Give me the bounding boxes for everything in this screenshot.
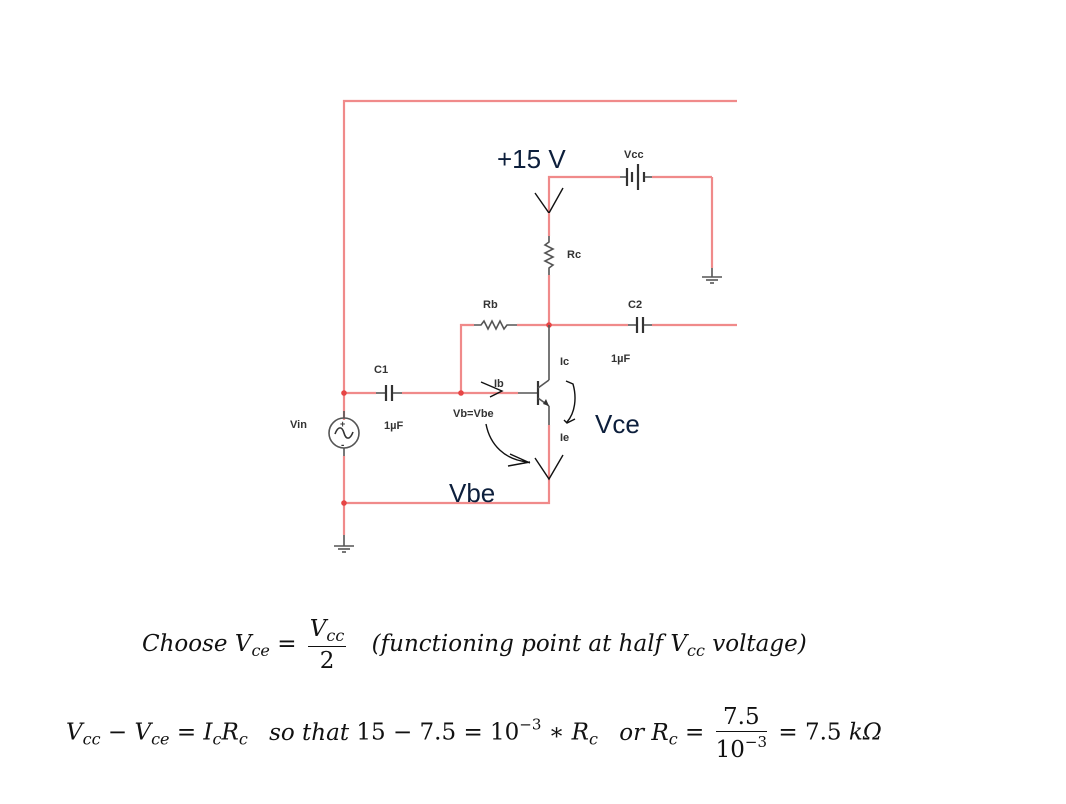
eq2-or-rc-sub: c	[668, 729, 678, 749]
ground-icon-battery	[702, 268, 722, 284]
rb-label: Rb	[483, 299, 498, 311]
eq2-equals-2: =	[685, 719, 705, 746]
capacitor-c1-icon	[376, 385, 402, 401]
eq2-times-rc-sub: c	[589, 729, 598, 749]
equation-choose-vce: Choose Vce = Vcc 2 (functioning point at…	[142, 616, 807, 674]
vbe-curve-icon	[485, 423, 531, 467]
eq2-frac-num: 7.5	[715, 704, 768, 732]
eq2-rc: R	[221, 719, 239, 746]
eq1-note-open: (functioning point at half V	[371, 631, 687, 657]
ic-label: Ic	[560, 356, 569, 368]
node-input	[341, 390, 347, 396]
wire-top-loop	[342, 99, 737, 420]
eq2-frac-den: 10−3	[716, 732, 767, 763]
equation-rc-calculation: Vcc − Vce = IcRc so that 15 − 7.5 = 10−3…	[66, 704, 882, 763]
eq2-ic: I	[203, 719, 213, 746]
emitter-arrow-icon	[534, 454, 564, 481]
vin-label: Vin	[290, 419, 307, 431]
eq1-frac-num: Vcc	[307, 616, 347, 647]
eq2-result: = 7.5	[778, 719, 842, 746]
wire-bottom-loop	[342, 425, 551, 505]
eq1-frac-num-text: V	[309, 616, 327, 642]
rc-label: Rc	[567, 249, 581, 261]
base-voltage-note: Vb=Vbe	[453, 408, 494, 420]
supply-voltage-label: +15 V	[497, 144, 566, 174]
source-plus-sign: +	[340, 419, 345, 429]
eq2-unit: kΩ	[848, 719, 882, 746]
eq2-minus: −	[107, 719, 128, 746]
node-ground	[341, 500, 347, 506]
eq1-equals: =	[277, 631, 297, 657]
npn-transistor-icon	[518, 379, 550, 425]
eq2-expression: 15 − 7.5 = 10	[356, 719, 520, 746]
wire-rb-left	[459, 323, 474, 393]
eq1-prefix-sub: ce	[251, 641, 270, 660]
resistor-rb-icon	[474, 319, 517, 331]
eq1-frac-num-sub: cc	[326, 626, 345, 645]
c1-label: C1	[374, 364, 388, 376]
eq1-frac-den: 2	[319, 648, 335, 674]
eq1-prefix: Choose V	[142, 631, 252, 657]
vce-annotation: Vce	[595, 409, 640, 439]
c1-value: 1µF	[384, 420, 403, 432]
c2-value: 1µF	[611, 353, 630, 365]
eq2-or-rc: or R	[619, 719, 669, 746]
eq2-so-that: so that	[269, 719, 350, 746]
resistor-rc-icon	[543, 236, 555, 275]
eq1-note-sub: cc	[687, 641, 705, 660]
eq2-equals-1: =	[176, 719, 197, 746]
eq2-vce-sub: ce	[151, 729, 170, 749]
eq1-note-close: voltage)	[712, 631, 807, 657]
eq2-ic-sub: c	[212, 729, 222, 749]
wire-supply	[547, 175, 620, 213]
eq2-rc-sub: c	[238, 729, 248, 749]
ground-icon-main	[334, 535, 354, 553]
eq2-vcc-sub: cc	[82, 729, 101, 749]
eq2-fraction: 7.5 10−3	[715, 704, 768, 763]
eq2-vce: V	[134, 719, 152, 746]
ib-label: Ib	[494, 378, 504, 390]
capacitor-c2-icon	[628, 317, 652, 333]
source-minus-sign: -	[341, 440, 344, 451]
node-base	[458, 390, 464, 396]
battery-label: Vcc	[624, 149, 644, 161]
eq2-exponent: −3	[519, 715, 542, 734]
ib-arrow-icon	[480, 381, 504, 398]
vce-curve-icon	[563, 380, 576, 424]
eq2-frac-den-base: 10	[715, 737, 745, 763]
eq2-vcc: V	[66, 719, 83, 746]
eq1-fraction: Vcc 2	[307, 616, 347, 674]
eq2-times-rc: ∗ R	[548, 719, 589, 746]
eq2-frac-den-exp: −3	[744, 733, 768, 751]
ie-label: Ie	[560, 432, 569, 444]
c2-label: C2	[628, 299, 642, 311]
vbe-annotation: Vbe	[449, 478, 495, 508]
battery-icon	[620, 164, 652, 190]
